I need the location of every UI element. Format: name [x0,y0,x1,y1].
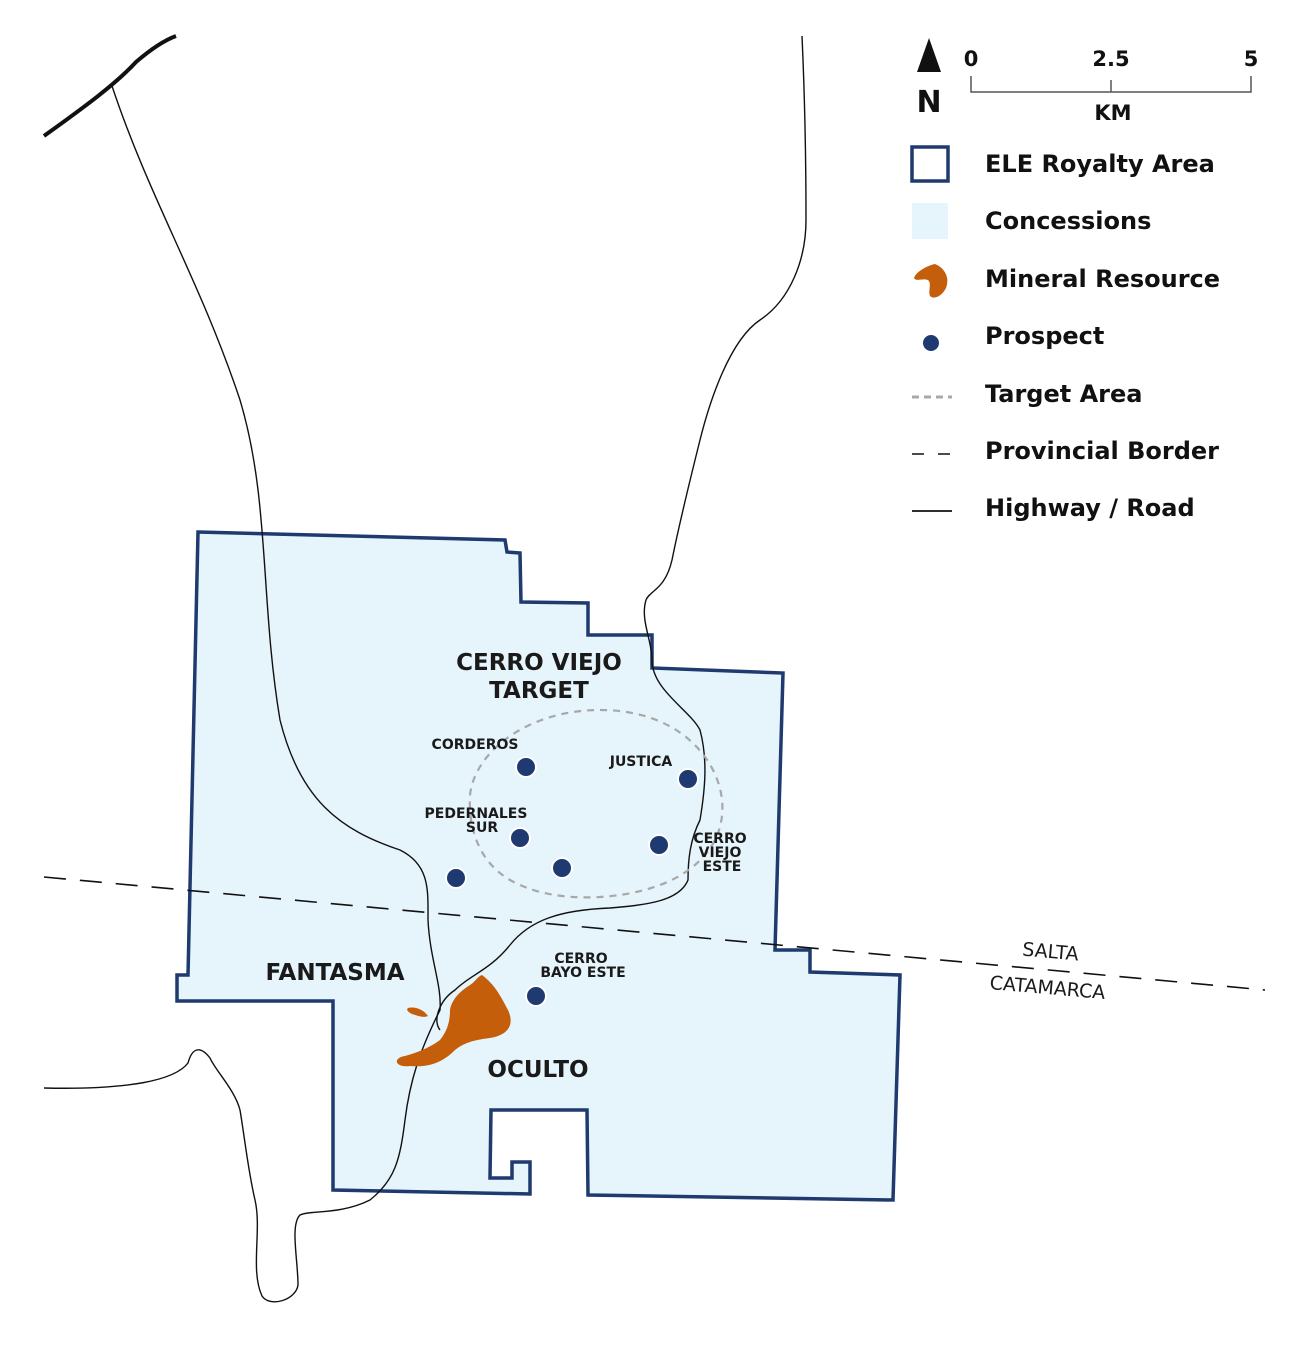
scale-bar: 0 2.5 5 KM [964,47,1259,125]
legend-mineral-label: Mineral Resource [985,265,1220,293]
label-cerro-viejo-este-2: VIEJO [699,845,742,861]
scale-unit: KM [1094,101,1131,125]
label-corderos: CORDEROS [432,737,519,753]
prospect-unnamed-west[interactable] [445,867,467,889]
prospect-unnamed-center[interactable] [551,857,573,879]
prospect-corderos[interactable] [515,756,537,778]
target-area [468,708,724,899]
label-cerro-viejo-este-3: ESTE [703,859,742,875]
ele-royalty-area [175,530,902,1202]
road-west [43,85,441,1303]
north-arrow-icon [917,38,941,72]
north-label: N [916,85,941,120]
legend: ELE Royalty Area Concessions Mineral Res… [910,145,1220,522]
mineral-resource-fantasma [407,1007,428,1017]
label-pedernales-2: SUR [466,820,498,836]
label-catamarca: CATAMARCA [989,972,1106,1004]
prospect-cerro-bayo-este[interactable] [525,985,547,1007]
legend-prospect-label: Prospect [985,322,1104,350]
label-justica: JUSTICA [609,754,673,770]
label-cerro-viejo-target-2: TARGET [489,678,589,704]
road-east [436,35,807,1031]
scale-tick-max: 5 [1244,47,1259,71]
label-cerro-viejo-target-1: CERRO VIEJO [456,650,622,676]
north-arrow: N [916,38,942,120]
prospect-justica[interactable] [677,768,699,790]
label-oculto: OCULTO [487,1057,588,1083]
legend-border-label: Provincial Border [985,437,1219,465]
legend-concessions-swatch [912,203,948,239]
label-cerro-viejo-este-1: CERRO [693,831,746,847]
legend-concessions-label: Concessions [985,207,1151,235]
scale-tick-mid: 2.5 [1092,47,1129,71]
legend-royalty-label: ELE Royalty Area [985,150,1215,178]
prospect-pedernales-sur[interactable] [509,827,531,849]
label-fantasma: FANTASMA [265,960,404,986]
label-salta: SALTA [1021,939,1079,966]
prospect-cerro-viejo-este[interactable] [648,834,670,856]
label-cerro-bayo-este-1: CERRO [554,951,607,967]
scale-tick-0: 0 [964,47,979,71]
provincial-border [43,876,1266,991]
label-cerro-bayo-este-2: BAYO ESTE [540,965,625,981]
legend-royalty-swatch [910,145,950,183]
legend-road-label: Highway / Road [985,494,1195,522]
mineral-resource-oculto [396,975,511,1067]
highway-thick [42,34,177,138]
legend-target-label: Target Area [985,380,1142,408]
legend-mineral-swatch [914,264,948,298]
label-pedernales-1: PEDERNALES [425,806,528,822]
legend-prospect-swatch [923,335,939,351]
